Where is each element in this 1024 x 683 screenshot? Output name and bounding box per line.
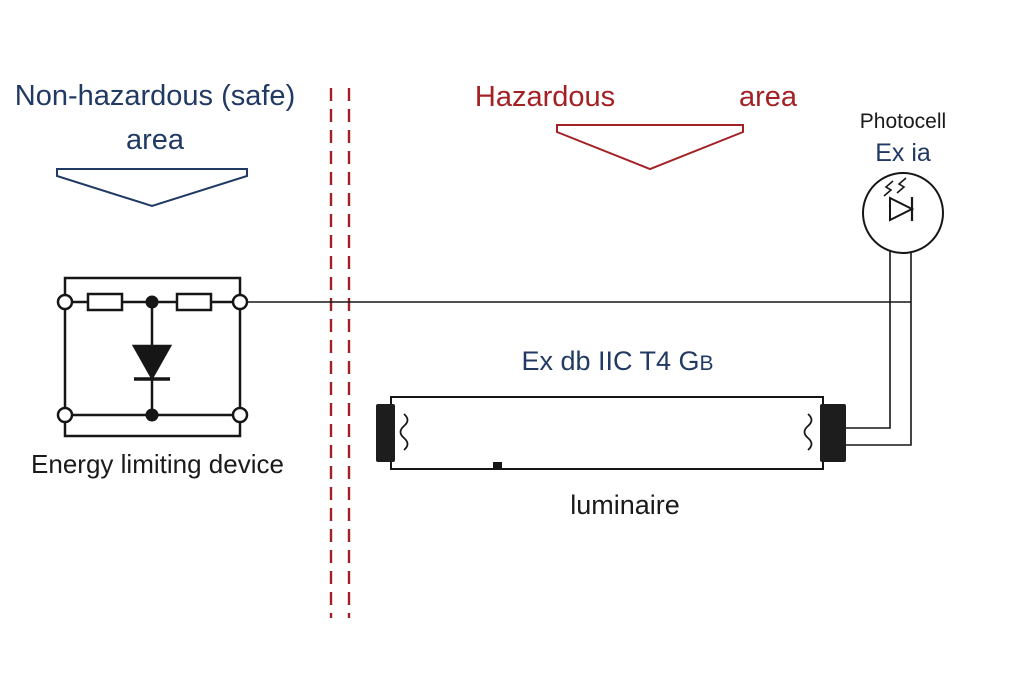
junction-dot-top [145, 295, 159, 309]
fuse-left-icon [86, 292, 124, 312]
energy-limiting-device-symbol [56, 276, 249, 438]
terminal-top-right [231, 293, 249, 311]
terminal-bottom-left [56, 406, 74, 424]
safe-area-down-arrow-icon [56, 168, 248, 208]
light-ray-icon-2 [896, 177, 907, 194]
device-enclosure [63, 276, 242, 438]
hazardous-area-label-word1: Hazardous [474, 81, 616, 113]
terminal-bottom-right [231, 406, 249, 424]
luminaire-label: luminaire [570, 490, 680, 520]
photodiode-icon [889, 196, 915, 222]
luminaire-bottom-tab [493, 462, 502, 470]
safe-area-label-line1: Non-hazardous (safe) [14, 80, 296, 112]
junction-dot-bottom [145, 408, 159, 422]
luminaire-endcap-right [820, 404, 846, 462]
luminaire-tube [390, 396, 824, 470]
electrode-left-icon [399, 413, 409, 451]
photocell-symbol [862, 172, 944, 254]
hazardous-area-down-arrow-icon [556, 124, 744, 171]
photocell-ex-marking: Ex ia [875, 139, 931, 167]
safe-area-label-line2: area [125, 124, 185, 156]
hazardous-area-label-word2: area [738, 81, 798, 113]
zener-diode-icon [131, 344, 173, 381]
photocell-wires [846, 222, 912, 446]
electrode-right-icon [803, 413, 813, 451]
terminal-top-left [56, 293, 74, 311]
luminaire-ex-marking-smallcap: B [699, 352, 714, 375]
luminaire-ex-marking-main: Ex db IIC T4 G [521, 346, 700, 376]
light-ray-icon-1 [883, 180, 894, 197]
luminaire-endcap-left [376, 404, 395, 462]
zone-boundary-dashed-lines [329, 88, 351, 618]
photocell-title: Photocell [859, 110, 947, 133]
luminaire-ex-marking: Ex db IIC T4 GB [480, 346, 755, 377]
energy-limiting-device-label: Energy limiting device [31, 449, 284, 479]
luminaire-symbol [376, 396, 846, 470]
fuse-right-icon [175, 292, 213, 312]
